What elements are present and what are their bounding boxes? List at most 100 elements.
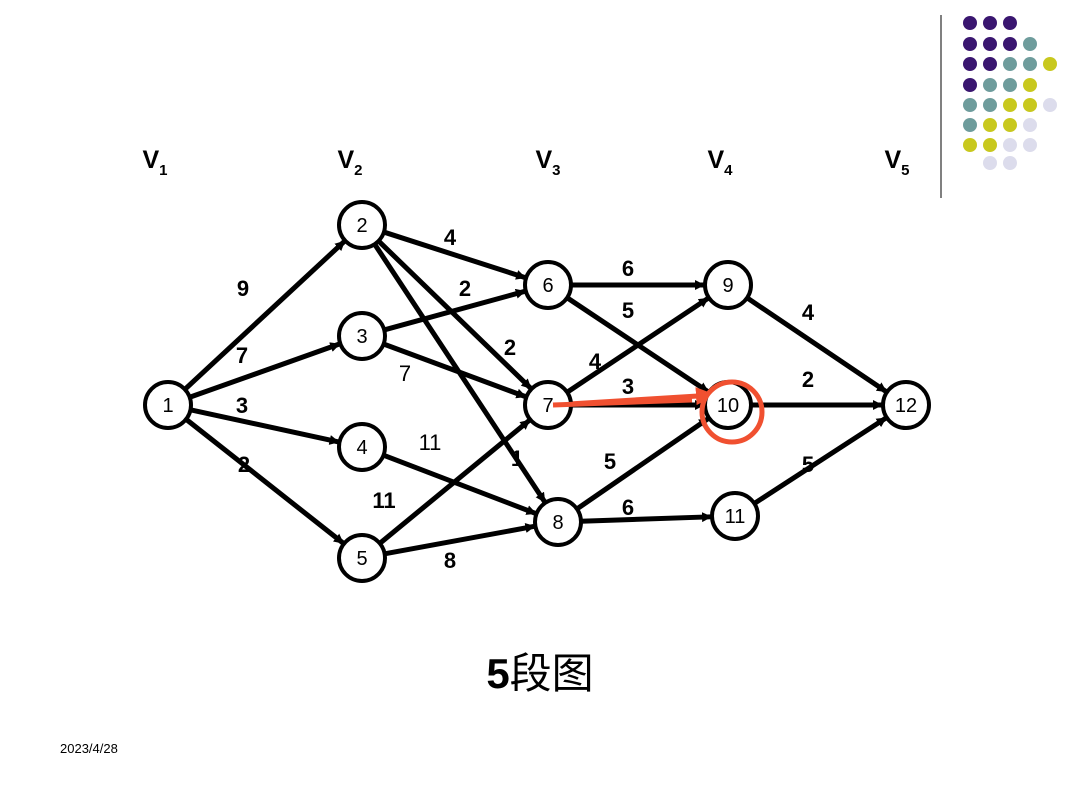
deco-dot (1003, 98, 1017, 112)
deco-dot (983, 16, 997, 30)
edge-8-11 (580, 512, 713, 524)
edge-3-6 (383, 288, 526, 333)
stage-label-3: V3 (535, 146, 560, 179)
node-8: 8 (533, 497, 583, 547)
deco-dot (963, 57, 977, 71)
deco-dot (1023, 57, 1037, 71)
edge-weight-5-7: 11 (372, 488, 395, 513)
deco-dot (1003, 37, 1017, 51)
circle-mark (552, 379, 765, 445)
deco-dot (1023, 138, 1037, 152)
edge-weight-9-12: 4 (802, 300, 815, 325)
edge-weight-4-8: 11 (419, 430, 442, 455)
highlight-circle (699, 379, 765, 445)
edge-weight-8-11: 6 (622, 495, 634, 520)
stage-label-5: V5 (884, 146, 909, 179)
edge-2-7 (376, 239, 533, 391)
deco-dot (963, 78, 977, 92)
edge-5-8 (384, 523, 536, 557)
edge-weight-3-7: 7 (399, 361, 411, 386)
edge-weight-11-12: 5 (802, 452, 814, 477)
node-11: 11 (710, 491, 760, 541)
edge-weight-1-3: 7 (236, 343, 248, 368)
edge-weight-2-7: 2 (504, 335, 516, 360)
edge-1-4 (189, 407, 340, 445)
node-label-9: 9 (722, 275, 733, 297)
edge-11-12 (752, 415, 888, 506)
edge-weight-1-2: 9 (237, 276, 249, 301)
caption-text: 段图 (509, 650, 594, 697)
node-6: 6 (523, 260, 573, 310)
deco-dot (1023, 98, 1037, 112)
edge-9-12 (745, 295, 888, 394)
stage-label-1: V1 (142, 146, 167, 179)
node-label-3: 3 (356, 326, 367, 348)
edge-weight-10-12: 2 (802, 367, 814, 392)
edge-4-8 (382, 452, 537, 516)
deco-dot (1003, 57, 1017, 71)
deco-dot (983, 156, 997, 170)
deco-dot (983, 78, 997, 92)
node-label-6: 6 (542, 275, 553, 297)
node-1: 1 (143, 380, 193, 430)
deco-dot (1043, 98, 1057, 112)
deco-dot (963, 138, 977, 152)
deco-dot (1043, 57, 1057, 71)
deco-dot (963, 118, 977, 132)
edge-1-2 (183, 239, 347, 392)
edge-5-7 (378, 418, 532, 546)
edge-weight-8-10: 5 (604, 449, 616, 474)
edge-8-10 (575, 416, 710, 512)
deco-dot (1023, 78, 1037, 92)
decoration-divider (940, 15, 942, 198)
node-4: 4 (337, 422, 387, 472)
edge-7-9 (565, 296, 710, 395)
date-footer: 2023/4/28 (60, 741, 118, 756)
edge-weight-2-8: 1 (511, 446, 523, 471)
node-label-12: 12 (895, 395, 917, 417)
edge-weight-1-5: 2 (238, 452, 250, 477)
stage-label-4: V4 (707, 146, 733, 179)
edge-weight-5-8: 8 (444, 548, 456, 573)
node-label-4: 4 (356, 437, 367, 459)
node-2: 2 (337, 200, 387, 250)
node-9: 9 (703, 260, 753, 310)
deco-dot (983, 118, 997, 132)
dot-decoration (963, 16, 1057, 170)
deco-dot (963, 16, 977, 30)
deco-dot (1023, 118, 1037, 132)
edge-weight-2-6: 4 (444, 225, 457, 250)
edge-weight-1-4: 3 (236, 393, 248, 418)
deco-dot (1023, 37, 1037, 51)
deco-dot (963, 37, 977, 51)
node-label-2: 2 (356, 215, 367, 237)
edge-weight-6-9: 6 (622, 256, 634, 281)
stage-label-2: V2 (337, 146, 362, 179)
edge-weight-6-10: 5 (622, 298, 634, 323)
caption: 5段图 (0, 640, 1080, 701)
deco-dot (1003, 138, 1017, 152)
caption-number: 5 (486, 650, 510, 697)
deco-dot (1003, 156, 1017, 170)
deco-dot (963, 98, 977, 112)
edge-weight-7-9: 4 (589, 349, 602, 374)
deco-dot (983, 98, 997, 112)
edge-weight-3-6: 2 (459, 276, 471, 301)
edges (183, 229, 888, 557)
deco-dot (983, 138, 997, 152)
edge-2-6 (383, 229, 527, 281)
edge-3-7 (382, 341, 527, 399)
node-label-5: 5 (356, 548, 367, 570)
node-12: 12 (881, 380, 931, 430)
node-5: 5 (337, 533, 387, 583)
node-3: 3 (337, 311, 387, 361)
deco-dot (983, 57, 997, 71)
edge-weight-7-10: 3 (622, 374, 634, 399)
node-label-10: 10 (717, 395, 739, 417)
deco-dot (1003, 118, 1017, 132)
node-label-7: 7 (542, 395, 553, 417)
